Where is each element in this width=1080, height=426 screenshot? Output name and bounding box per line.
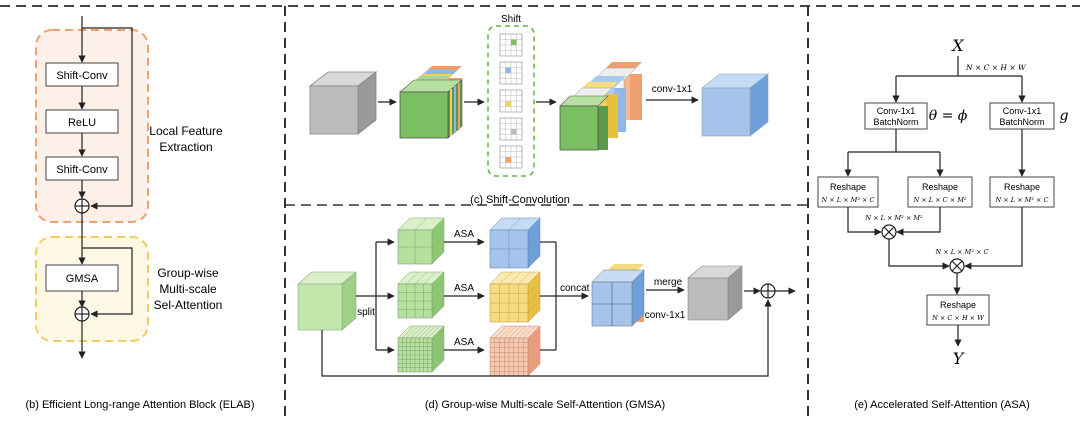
local-feature-label-2: Extraction — [159, 140, 212, 154]
conv-right-label: Conv-1x1 — [1003, 106, 1042, 116]
gmsa-grid-cubes — [397, 217, 541, 377]
reshape-block-3 — [989, 176, 1055, 208]
gmsa-label: GMSA — [66, 273, 99, 285]
asa-panel: X N × C × H × W Conv-1x1 BatchNorm θ = ϕ… — [817, 36, 1069, 411]
reshape-label-3: Reshape — [1004, 182, 1040, 192]
input-cube — [308, 71, 378, 135]
gmsa-caption: (d) Group-wise Multi-scale Self-Attentio… — [425, 399, 665, 411]
gmsa-output-cube — [687, 265, 743, 321]
grid-cube-green-2 — [397, 217, 445, 265]
bn-right-label: BatchNorm — [999, 117, 1044, 127]
reshape-dims-2: N × L × C × M² — [913, 196, 967, 204]
concat-cube — [591, 264, 645, 327]
local-feature-label-1: Local Feature — [149, 124, 223, 138]
split-label: split — [357, 307, 375, 318]
gmsa-text-3: Sel-Attention — [154, 298, 223, 312]
reshape-dims-1: N × L × M² × C — [821, 196, 875, 204]
shift-grid-2 — [499, 61, 523, 85]
shift-grid-4 — [499, 117, 523, 141]
mult-dims-2: N × L × M² × C — [935, 248, 989, 256]
conv-1x1-label-d: conv-1x1 — [645, 310, 686, 321]
reshape-dims-3: N × L × M² × C — [995, 196, 1049, 204]
gmsa-input-cube — [297, 271, 357, 331]
conv-left-label: Conv-1x1 — [877, 106, 916, 116]
output-cube — [701, 73, 769, 137]
shift-conv-label-1: Shift-Conv — [56, 70, 108, 82]
asa-input-dims: N × C × H × W — [965, 63, 1027, 72]
asa-label-2: ASA — [454, 283, 474, 294]
gmsa-text-2: Multi-scale — [159, 282, 217, 296]
g-label: g — [1060, 108, 1069, 124]
shift-conv-panel: Shift conv-1x1 — [308, 14, 769, 206]
merge-label: merge — [654, 277, 683, 288]
grid-cube-peach-8 — [489, 325, 541, 377]
reshape-label-out: Reshape — [940, 300, 976, 310]
gmsa-block — [45, 264, 119, 292]
concat-label: concat — [560, 283, 590, 294]
conv-bn-left — [864, 102, 928, 130]
shifted-slices-cube — [559, 62, 642, 151]
mult-dims-1: N × L × M² × M² — [864, 214, 923, 222]
shift-grid-1 — [499, 33, 523, 57]
asa-label-3: ASA — [454, 337, 474, 348]
shift-conv-label-2: Shift-Conv — [56, 164, 108, 176]
asa-caption: (e) Accelerated Self-Attention (ASA) — [854, 399, 1029, 411]
theta-phi-label: θ = ϕ — [929, 108, 968, 124]
reshape-out-dims: N × C × H × W — [931, 314, 985, 322]
elab-panel: Shift-Conv ReLU Shift-Conv GMSA Local Fe… — [25, 16, 255, 411]
shift-grids — [499, 33, 523, 169]
grid-cube-blue-2 — [489, 217, 541, 269]
asa-input-x: X — [950, 36, 964, 55]
feature-slices-cube — [399, 66, 463, 139]
grid-cube-green-4 — [397, 271, 445, 319]
elab-caption: (b) Efficient Long-range Attention Block… — [25, 399, 254, 411]
gmsa-text-1: Group-wise — [157, 266, 219, 280]
shift-conv-caption: (c) Shift-Convolution — [470, 194, 570, 206]
reshape-label-1: Reshape — [830, 182, 866, 192]
bn-left-label: BatchNorm — [873, 117, 918, 127]
reshape-label-2: Reshape — [922, 182, 958, 192]
shift-label: Shift — [501, 14, 521, 25]
grid-cube-yellow-4 — [489, 271, 541, 323]
grid-cube-green-8 — [397, 325, 445, 373]
asa-label-1: ASA — [454, 229, 474, 240]
shift-grid-5 — [499, 145, 523, 169]
shift-grid-3 — [499, 89, 523, 113]
gmsa-panel: split ASA ASA ASA concat merge — [297, 217, 796, 411]
asa-output-y: Y — [953, 349, 965, 368]
conv-1x1-label-c: conv-1x1 — [652, 84, 693, 95]
relu-label: ReLU — [68, 117, 96, 129]
